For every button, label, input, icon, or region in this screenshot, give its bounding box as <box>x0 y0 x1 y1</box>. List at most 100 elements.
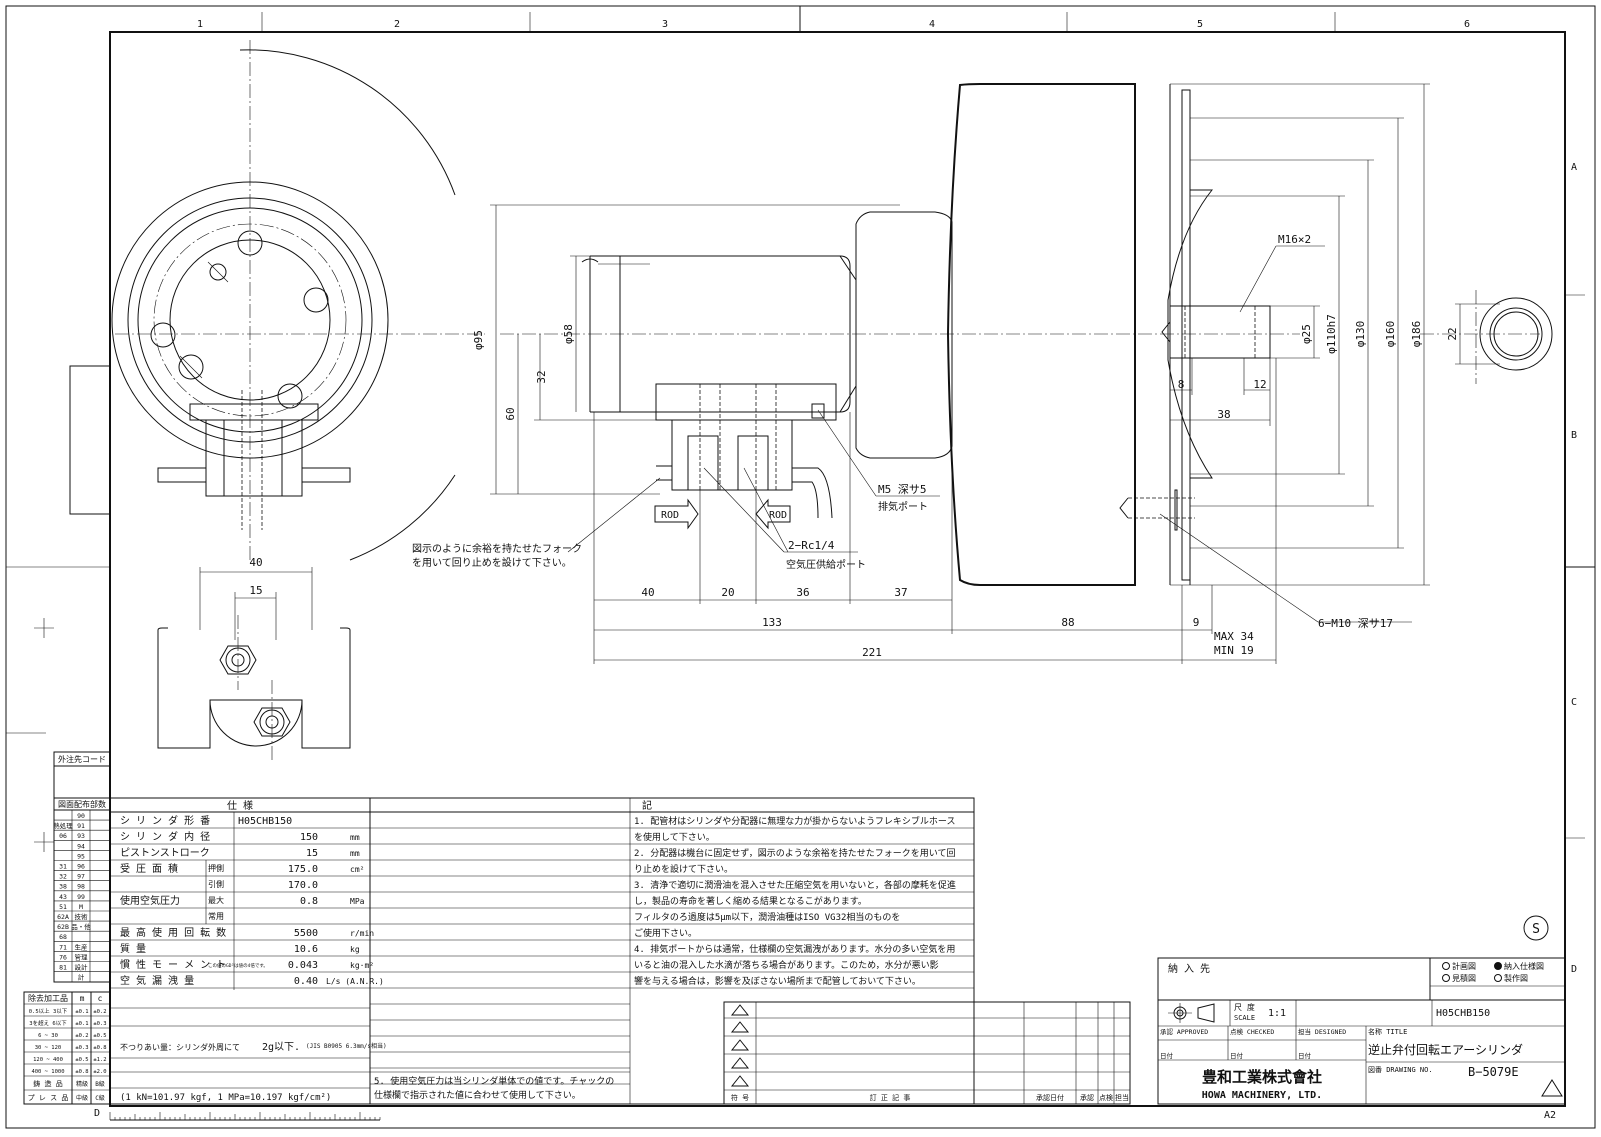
code-cell: 97 <box>77 873 85 881</box>
drawing-title: 逆止弁付回転エアーシリンダ <box>1368 1042 1523 1057</box>
dim-phi186: φ186 <box>1410 321 1423 348</box>
sheet-size: A2 <box>1544 1110 1556 1121</box>
port-detail-view: 22 <box>1420 290 1553 384</box>
drawing-number: B−5079E <box>1468 1065 1519 1079</box>
revision-table: 符 号 訂 正 記 事 承認日付 承認 点検 担当 <box>723 1001 1131 1105</box>
dim-12: 12 <box>1253 378 1266 391</box>
dim-40-fork: 40 <box>249 556 262 569</box>
date-approved: 日付 <box>1160 1051 1174 1060</box>
revision-triangles <box>730 1004 750 1087</box>
note-line: フィルタのろ過度は5μm以下，潤滑油種はISO VG32相当のものを <box>634 911 900 923</box>
tolerance-col-m: m <box>80 994 85 1003</box>
note-line: ご使用下さい。 <box>634 927 697 939</box>
zone-label-col-5: 5 <box>1197 19 1203 30</box>
spec-row-label: シ リ ン ダ 形 番 <box>120 814 210 827</box>
code-cell: 31 <box>59 863 67 871</box>
designed-label: 担当 DESIGNED <box>1298 1027 1346 1036</box>
tolerance-cell: 6 ~ 30 <box>38 1033 58 1039</box>
callout-rc14: 2−Rc1/4 <box>788 539 835 552</box>
scale-label: 尺 度 <box>1234 1002 1255 1012</box>
dim-36-side: 36 <box>796 586 809 599</box>
spec-row-unit: r/min <box>350 929 374 938</box>
code-cell: 96 <box>77 863 85 871</box>
zone-label-row-c: C <box>1571 697 1577 708</box>
side-view: ROD ROD <box>500 83 1300 586</box>
delivery-destination-label: 納 入 先 <box>1168 962 1210 975</box>
spec-row-value: 150 <box>300 832 318 843</box>
fork-note-line-1: 図示のように余裕を持たせたフォーク <box>412 542 582 555</box>
zone-label-bottom-d: D <box>94 1108 100 1119</box>
tolerance-cell: ±0.8 <box>75 1069 88 1075</box>
dim-phi95: φ95 <box>472 330 485 350</box>
notes-area: 記 1. 配管材はシリンダや分配器に無理な力が掛からないようフレキシブルホース … <box>369 797 975 1105</box>
tolerance-cell: ±0.3 <box>75 1045 88 1051</box>
spec-title: 仕 様 <box>227 799 253 812</box>
spec-row-unit: cm² <box>350 865 364 874</box>
company-name-en: HOWA MACHINERY, LTD. <box>1202 1090 1322 1101</box>
dim-88: 88 <box>1061 616 1074 629</box>
tolerance-cell: 30 ~ 120 <box>35 1045 62 1051</box>
date-designed: 日付 <box>1298 1051 1312 1060</box>
unbalance-label: 不つりあい量：シリンダ外周にて <box>120 1042 240 1052</box>
spec-row-value: 15 <box>306 848 318 859</box>
tolerance-title: 除去加工品 <box>28 993 68 1003</box>
title-label: 名称 TITLE <box>1368 1027 1407 1036</box>
spec-row-label: 使用空気圧力 <box>120 894 180 907</box>
callout-6-m10-depth: 6−M10 深サ17 <box>1318 617 1393 630</box>
rod-label-right: ROD <box>769 510 787 521</box>
spec-row-value: 0.40 <box>294 976 318 987</box>
code-cell: 62A <box>57 913 69 921</box>
tolerance-footer-cast: 鋳 造 品 <box>33 1079 62 1088</box>
sheet-size-triangle-icon <box>1541 1079 1563 1097</box>
revision-content-col: 訂 正 記 事 <box>870 1093 911 1102</box>
checkbox-estimate-drawing[interactable] <box>1442 974 1450 982</box>
revision-symbol-col: 符 号 <box>731 1093 749 1102</box>
checkbox-plan-drawing[interactable] <box>1442 962 1450 970</box>
note-line: 2. 分配器は機台に固定せず，図示のような余裕を持たせたフォークを用いて回 <box>634 847 956 859</box>
code-cell: 技術 <box>75 912 89 921</box>
zone-label-col-4: 4 <box>929 19 935 30</box>
distribution-title: 図面配布部数 <box>58 799 106 809</box>
code-cell: 熱処理 <box>53 821 73 830</box>
tolerance-cell: ±0.2 <box>75 1033 88 1039</box>
scale-value: 1:1 <box>1268 1008 1286 1019</box>
spec-row-value: H05CHB150 <box>238 816 292 827</box>
tolerance-footer-press: プ レ ス 品 <box>28 1094 69 1102</box>
dim-37-side: 37 <box>894 586 907 599</box>
checkbox-delivery-spec-drawing-label: 納入仕様図 <box>1504 961 1544 971</box>
tolerance-cell: ±0.1 <box>75 1021 88 1027</box>
checkbox-delivery-spec-drawing[interactable] <box>1494 962 1502 970</box>
s-mark: S <box>1532 922 1540 937</box>
spec-row-sublabel: 引側 <box>208 879 224 889</box>
spec-row-label: 空 気 漏 洩 量 <box>120 974 194 987</box>
checked-label: 点検 CHECKED <box>1230 1027 1274 1036</box>
spec-row-value: 175.0 <box>288 864 318 875</box>
fork-note-line-2: を用いて回り止めを設けて下さい。 <box>412 556 572 569</box>
checkbox-production-drawing[interactable] <box>1494 974 1502 982</box>
fork-detail-view: 40 15 <box>157 556 351 760</box>
revision-date-col: 承認日付 <box>1036 1093 1064 1102</box>
zone-label-row-b: B <box>1571 430 1577 441</box>
note-line: 響を与える場合は，影響を及ぼさない場所まで配管しておいて下さい。 <box>634 975 921 987</box>
unbalance-standard: (JIS B0905 6.3mm/s相当) <box>306 1042 387 1050</box>
spec-row-label: シ リ ン ダ 内 径 <box>120 830 210 843</box>
revision-check-col: 点検 <box>1099 1093 1113 1102</box>
dim-phi130: φ130 <box>1354 321 1367 348</box>
tolerance-cell: ±0.8 <box>93 1045 106 1051</box>
dim-min19: MIN 19 <box>1214 644 1254 657</box>
note-line: し，製品の寿命を著しく縮める結果となるこがあります。 <box>634 895 867 907</box>
rod-label-left: ROD <box>661 510 679 521</box>
callout-air-supply-port: 空気圧供給ポート <box>786 558 866 571</box>
spec-row-value: 0.8 <box>300 896 318 907</box>
note-5-line-2: 仕様欄で指示された値に合わせて使用して下さい。 <box>374 1089 581 1101</box>
tolerance-cell: 3を超え 6以下 <box>29 1019 67 1027</box>
spec-row-sublabel: 常用 <box>208 912 224 921</box>
revision-person-col: 担当 <box>1115 1093 1129 1102</box>
zone-label-col-3: 3 <box>662 19 668 30</box>
code-cell: 95 <box>77 852 85 860</box>
